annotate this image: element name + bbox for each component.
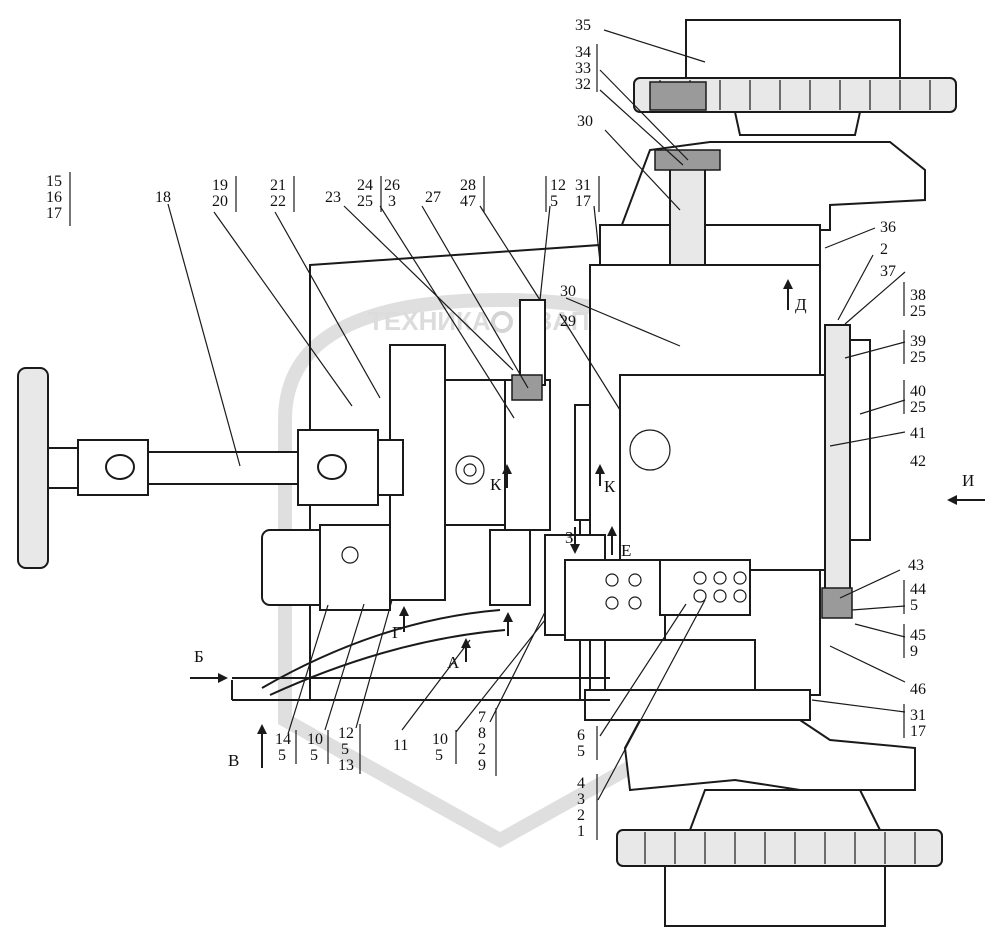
callout-17-c: 17	[910, 723, 926, 740]
callout-47: 47	[460, 193, 476, 210]
frame-rail	[231, 609, 610, 701]
view-label-v: В	[228, 751, 239, 770]
callout-28: 28	[460, 177, 476, 194]
callout-43: 43	[908, 557, 924, 574]
callout-40: 40	[910, 383, 926, 400]
callout-5-a: 5	[550, 193, 558, 210]
callout-31-b: 31	[910, 707, 926, 724]
view-labels: Б В Д Е И К К Г А З	[194, 295, 974, 770]
callout-22: 22	[270, 193, 286, 210]
callout-7: 7	[478, 709, 486, 726]
callout-6: 6	[577, 727, 585, 744]
callout-33: 33	[575, 60, 591, 77]
callout-19: 19	[212, 177, 228, 194]
callout-26: 26	[384, 177, 400, 194]
view-label-d: Д	[795, 295, 807, 314]
callout-46: 46	[910, 681, 926, 698]
callout-2-c: 2	[577, 807, 585, 824]
callout-35: 35	[575, 17, 591, 34]
direction-arrows	[190, 279, 985, 768]
callout-30-mid: 30	[560, 283, 576, 300]
callout-5-d: 5	[310, 747, 318, 764]
callout-16: 16	[46, 189, 62, 206]
view-label-e: Е	[621, 541, 631, 560]
leader-lines	[167, 29, 906, 801]
callout-10-b: 10	[432, 731, 448, 748]
callout-21: 21	[270, 177, 286, 194]
callout-5-b: 5	[910, 597, 918, 614]
lower-wheel	[584, 639, 943, 927]
callout-9-b: 9	[478, 757, 486, 774]
callout-23: 23	[325, 189, 341, 206]
callout-45: 45	[910, 627, 926, 644]
callout-39: 39	[910, 333, 926, 350]
callout-17-b: 17	[575, 193, 591, 210]
view-label-z: З	[565, 528, 574, 547]
callout-12-b: 12	[338, 725, 354, 742]
callout-25-b: 25	[910, 303, 926, 320]
view-label-k-left: К	[490, 475, 502, 494]
view-label-i: И	[962, 471, 974, 490]
callout-3-a: 3	[388, 193, 396, 210]
callout-25-c: 25	[910, 349, 926, 366]
callout-17-a: 17	[46, 205, 62, 222]
callout-31-a: 31	[575, 177, 591, 194]
view-label-b: Б	[194, 647, 204, 666]
callout-8: 8	[478, 725, 486, 742]
callout-4: 4	[577, 775, 585, 792]
callout-30-top: 30	[577, 113, 593, 130]
pump-assembly	[261, 524, 751, 641]
callout-12-a: 12	[550, 177, 566, 194]
callout-25-a: 25	[357, 193, 373, 210]
drive-shaft	[17, 367, 404, 569]
callout-1: 1	[577, 823, 585, 840]
callout-11: 11	[393, 737, 408, 754]
callout-2-a: 2	[880, 241, 888, 258]
callout-38: 38	[910, 287, 926, 304]
callout-9-a: 9	[910, 643, 918, 660]
callout-5-f: 5	[435, 747, 443, 764]
callout-18: 18	[155, 189, 171, 206]
main-housing	[309, 243, 871, 701]
callout-5-c: 5	[278, 747, 286, 764]
callout-32: 32	[575, 76, 591, 93]
callout-14: 14	[275, 731, 291, 748]
callout-2-b: 2	[478, 741, 486, 758]
callout-42: 42	[910, 453, 926, 470]
callout-37: 37	[880, 263, 896, 280]
callout-41: 41	[910, 425, 926, 442]
watermark-gear-icon	[491, 311, 513, 333]
callout-5-e: 5	[341, 741, 349, 758]
callout-15: 15	[46, 173, 62, 190]
callout-24: 24	[357, 177, 373, 194]
callout-34: 34	[575, 44, 591, 61]
callout-3-b: 3	[577, 791, 585, 808]
watermark-left-text: ТЕХНИКА	[368, 306, 491, 336]
callout-5-g: 5	[577, 743, 585, 760]
callout-10-a: 10	[307, 731, 323, 748]
view-label-k-right: К	[604, 477, 616, 496]
callout-13: 13	[338, 757, 354, 774]
callout-25-d: 25	[910, 399, 926, 416]
callout-20: 20	[212, 193, 228, 210]
callout-44: 44	[910, 581, 926, 598]
callout-36: 36	[880, 219, 896, 236]
callout-27: 27	[425, 189, 441, 206]
view-label-g: Г	[392, 623, 402, 642]
callout-29: 29	[560, 313, 576, 330]
callouts: 35 34 33 32 30 15 16 17 18 19 20 21 22 2…	[46, 17, 926, 840]
view-label-a: А	[447, 653, 460, 672]
